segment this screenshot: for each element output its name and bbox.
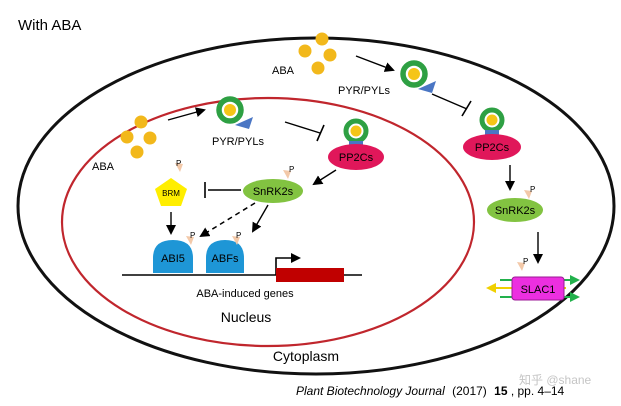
pp2c-label-inner: PP2Cs [339, 152, 374, 164]
citation-volume: 15 [494, 384, 508, 398]
abi5-factor [153, 236, 194, 273]
aba-molecules-inner [120, 115, 157, 159]
pyr-label-outer: PYR/PYLs [338, 85, 390, 97]
arrow-aba-to-receptor-inner [167, 107, 206, 121]
abi5-label: ABI5 [161, 253, 185, 265]
phospho-tag-slac1: P [523, 257, 528, 266]
pp2c-inner [328, 118, 384, 170]
slac1-label: SLAC1 [521, 284, 556, 296]
pyr-label-inner: PYR/PYLs [212, 136, 264, 148]
pyr-receptor-inner [216, 96, 253, 129]
watermark: 知乎 @shane [519, 373, 592, 387]
citation-year: (2017) [452, 384, 487, 398]
citation-journal: Plant Biotechnology Journal [296, 384, 445, 398]
pp2c-outer [463, 107, 521, 160]
gene-block [276, 268, 344, 282]
brm-label: BRM [162, 189, 180, 198]
nucleus-label: Nucleus [221, 309, 272, 325]
inhibit-pyr-to-pp2c-inner [284, 121, 321, 134]
phospho-tag-snrk2-outer: P [530, 185, 535, 194]
phospho-tag-abi5: P [190, 231, 195, 240]
slac1-channel [486, 262, 580, 302]
snrk2-inner [243, 170, 303, 203]
phospho-tag-brm: P [176, 159, 181, 168]
cytoplasm-label: Cytoplasm [273, 348, 339, 364]
nucleus-outline [60, 96, 476, 348]
pyr-receptor-outer [400, 60, 436, 93]
dashed-arrow-snrk2-to-abi5 [199, 202, 256, 238]
arrow-snrk2-to-abfs [252, 204, 269, 233]
diagram-title: With ABA [18, 17, 81, 34]
abfs-label: ABFs [212, 253, 239, 265]
aba-molecules-outer [298, 32, 337, 75]
snrk2-label-outer: SnRK2s [495, 205, 536, 217]
inhibit-pyr-to-pp2c-outer [431, 93, 468, 110]
inhibit-bar-inner [316, 124, 325, 142]
citation: Plant Biotechnology Journal (2017) 15 , … [296, 384, 565, 398]
genes-label: ABA-induced genes [196, 288, 294, 300]
aba-label-inner: ABA [92, 161, 115, 173]
aba-label-outer: ABA [272, 65, 295, 77]
brm-protein [155, 163, 187, 206]
abfs-factor [206, 236, 244, 273]
snrk2-label-inner: SnRK2s [253, 186, 294, 198]
phospho-tag-snrk2-inner: P [289, 165, 294, 174]
arrow-pp2c-to-snrk2-inner [312, 169, 337, 186]
pp2c-label-outer: PP2Cs [475, 142, 510, 154]
citation-pages: , pp. 4–14 [511, 384, 565, 398]
phospho-tag-abfs: P [236, 231, 241, 240]
snrk2-outer [487, 190, 543, 222]
inhibit-bar-outer [461, 100, 472, 117]
arrow-aba-to-receptor-outer [355, 55, 395, 72]
